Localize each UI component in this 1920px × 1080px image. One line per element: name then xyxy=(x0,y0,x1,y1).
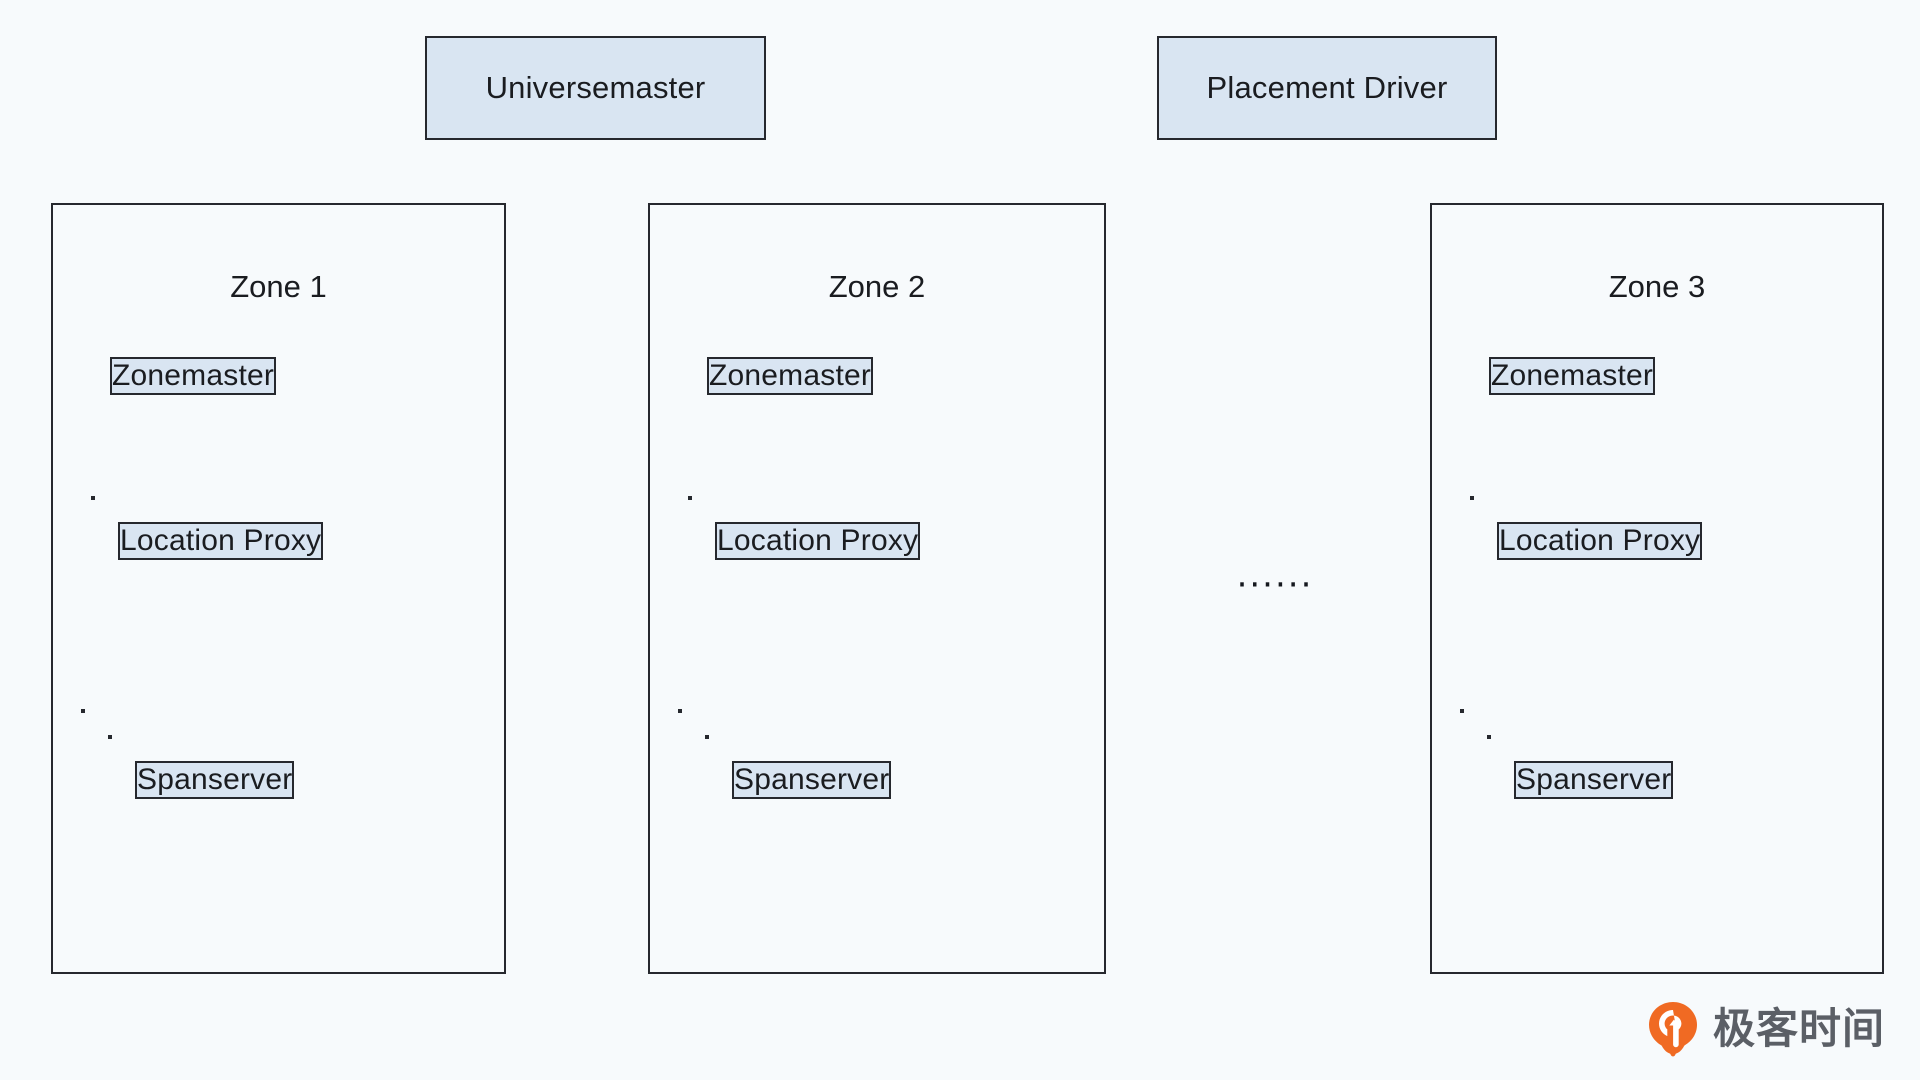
zonemaster-node-zone-3: Zonemaster xyxy=(1489,357,1656,395)
spanserver-node-zone-1-back xyxy=(81,709,85,713)
placement-driver-label: Placement Driver xyxy=(1206,70,1448,105)
spanserver-node-zone-3-front: Spanserver xyxy=(1514,761,1674,799)
zonemaster-label-zone-2: Zonemaster xyxy=(709,359,872,392)
universemaster-node: Universemaster xyxy=(425,36,766,140)
location-proxy-stack-zone-3: Location Proxy xyxy=(1470,496,1810,601)
spanserver-node-zone-2-middle xyxy=(705,735,709,739)
zone-container-3: Zone 3 Zonemaster Location Proxy Spanser… xyxy=(1430,203,1884,974)
zonemaster-stack-zone-2: Zonemaster xyxy=(707,357,1047,462)
spanserver-node-zone-2-front: Spanserver xyxy=(732,761,892,799)
location-proxy-label-zone-3: Location Proxy xyxy=(1499,524,1701,557)
more-zones-ellipsis: ······ xyxy=(1236,565,1314,605)
spanserver-stack-zone-2: Spanserver xyxy=(678,709,1018,814)
location-proxy-node-zone-2-back xyxy=(688,496,692,500)
location-proxy-node-zone-3-back xyxy=(1470,496,1474,500)
zone-container-1: Zone 1 Zonemaster Location Proxy Spanser… xyxy=(51,203,506,974)
zonemaster-stack-zone-3: Zonemaster xyxy=(1489,357,1829,462)
spanserver-stack-zone-1: Spanserver xyxy=(81,709,421,814)
watermark: 极客时间 xyxy=(1645,1000,1885,1058)
zonemaster-label-zone-3: Zonemaster xyxy=(1491,359,1654,392)
spanserver-stack-zone-3: Spanserver xyxy=(1460,709,1800,814)
location-proxy-stack-zone-2: Location Proxy xyxy=(688,496,1028,601)
location-proxy-node-zone-3-front: Location Proxy xyxy=(1497,522,1703,560)
spanserver-label-zone-1: Spanserver xyxy=(137,763,293,796)
geektime-logo-icon xyxy=(1649,1002,1697,1057)
location-proxy-node-zone-1-front: Location Proxy xyxy=(118,522,324,560)
location-proxy-node-zone-2-front: Location Proxy xyxy=(715,522,921,560)
zone-title-1: Zone 1 xyxy=(230,269,327,304)
spanserver-node-zone-1-middle xyxy=(108,735,112,739)
zonemaster-label-zone-1: Zonemaster xyxy=(112,359,275,392)
location-proxy-stack-zone-1: Location Proxy xyxy=(91,496,431,601)
spanserver-label-zone-2: Spanserver xyxy=(734,763,890,796)
spanserver-node-zone-1-front: Spanserver xyxy=(135,761,295,799)
zonemaster-stack-zone-1: Zonemaster xyxy=(110,357,450,462)
universemaster-label: Universemaster xyxy=(485,70,706,105)
spanserver-node-zone-2-back xyxy=(678,709,682,713)
zonemaster-node-zone-2: Zonemaster xyxy=(707,357,874,395)
zone-container-2: Zone 2 Zonemaster Location Proxy Spanser… xyxy=(648,203,1106,974)
spanserver-node-zone-3-middle xyxy=(1487,735,1491,739)
zone-title-2: Zone 2 xyxy=(828,269,926,304)
zonemaster-node-zone-1: Zonemaster xyxy=(110,357,277,395)
location-proxy-label-zone-1: Location Proxy xyxy=(120,524,322,557)
watermark-text: 极客时间 xyxy=(1713,1004,1886,1053)
spanserver-label-zone-3: Spanserver xyxy=(1516,763,1672,796)
placement-driver-node: Placement Driver xyxy=(1157,36,1497,140)
location-proxy-node-zone-1-back xyxy=(91,496,95,500)
spanserver-node-zone-3-back xyxy=(1460,709,1464,713)
location-proxy-label-zone-2: Location Proxy xyxy=(717,524,919,557)
zone-title-3: Zone 3 xyxy=(1608,269,1706,304)
